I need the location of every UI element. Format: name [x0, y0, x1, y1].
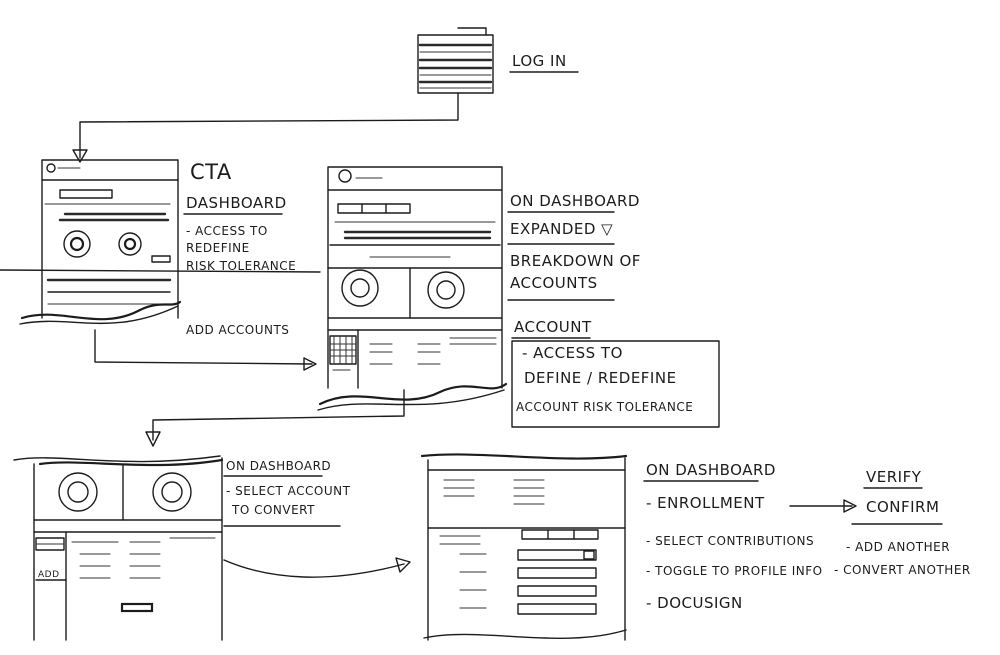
select-heading: ON DASHBOARD: [226, 459, 331, 473]
enrollment-step-1: - ENROLLMENT: [646, 494, 765, 512]
verify-subheading: CONFIRM: [866, 498, 939, 516]
expanded-heading: ON DASHBOARD: [510, 192, 640, 210]
cta-note-3: RISK TOLERANCE: [186, 259, 296, 273]
cta-dashboard-heading: DASHBOARD: [186, 194, 287, 212]
cta-footer: ADD ACCOUNTS: [186, 323, 289, 337]
account-note-2: DEFINE / REDEFINE: [524, 369, 677, 387]
expanded-dashboard-wireframe: [317, 166, 508, 411]
enrollment-step-3: - TOGGLE TO PROFILE INFO: [646, 564, 823, 578]
verify-note-2: - CONVERT ANOTHER: [834, 563, 971, 577]
enrollment-step-4: - DOCUSIGN: [646, 594, 743, 612]
account-heading: ACCOUNT: [514, 318, 592, 336]
account-note-1: - ACCESS TO: [522, 344, 623, 362]
enrollment-heading: ON DASHBOARD: [646, 461, 776, 479]
cta-note-1: - ACCESS TO: [186, 224, 268, 238]
verify-note-1: - ADD ANOTHER: [846, 540, 950, 554]
login-label: LOG IN: [512, 52, 567, 70]
enrollment-step-2: - SELECT CONTRIBUTIONS: [646, 534, 814, 548]
verify-heading: VERIFY: [866, 468, 922, 486]
select-account-wireframe: [13, 455, 224, 641]
account-note-3: ACCOUNT RISK TOLERANCE: [516, 400, 693, 414]
expanded-subheading: EXPANDED ▽: [510, 220, 613, 238]
add-label: ADD: [38, 570, 60, 580]
cta-title: CTA: [190, 160, 232, 184]
select-note-2: TO CONVERT: [231, 503, 315, 517]
select-note-1: - SELECT ACCOUNT: [226, 484, 351, 498]
expanded-note-1: BREAKDOWN OF: [510, 252, 641, 270]
cta-dashboard-wireframe: [0, 159, 321, 325]
expanded-note-2: ACCOUNTS: [510, 274, 598, 292]
cta-note-2: REDEFINE: [186, 241, 250, 255]
login-wireframe: [417, 27, 494, 94]
account-note-box: [511, 340, 720, 428]
enrollment-wireframe: [420, 453, 628, 641]
